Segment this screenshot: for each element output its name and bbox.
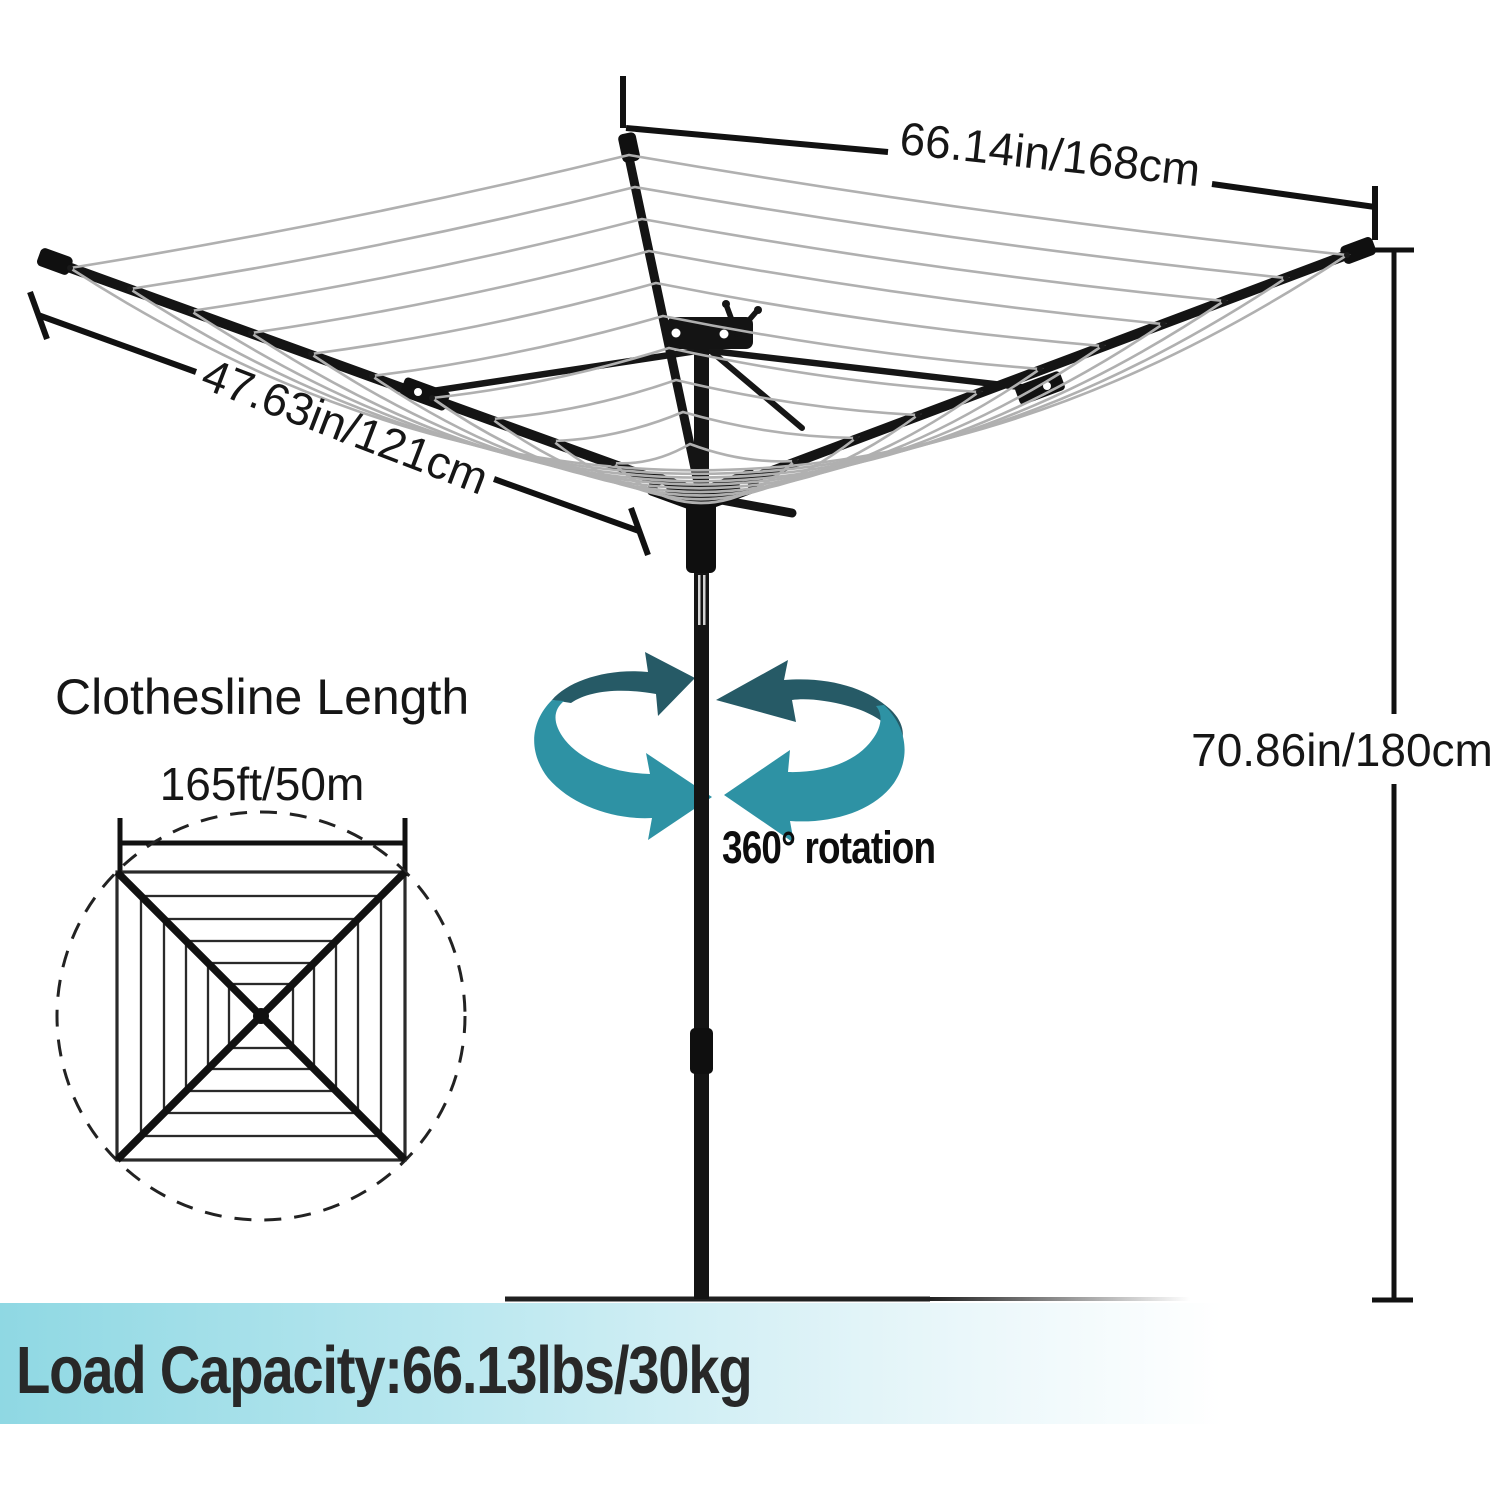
dimension-height <box>1372 247 1414 1303</box>
load-capacity-banner <box>0 1303 1492 1424</box>
upper-hub <box>667 300 762 349</box>
top-view-diagram <box>55 810 467 1222</box>
line-hooks <box>67 252 1350 466</box>
support-struts <box>422 346 1041 431</box>
rotation-label: 360° rotation <box>722 822 936 873</box>
ground-line <box>505 1296 1190 1302</box>
dimension-label-pole-height: 70.86in/180cm <box>1191 724 1493 776</box>
load-capacity-label: Load Capacity:66.13lbs/30kg <box>16 1333 753 1408</box>
clothesline-length-value: 165ft/50m <box>159 758 365 810</box>
clothesline-strings <box>69 153 1351 505</box>
rotation-arrows-icon <box>534 652 905 843</box>
clothesline-length-title: Clothesline Length <box>55 669 470 725</box>
dimension-top-span <box>620 76 1378 240</box>
center-pole <box>686 330 716 1299</box>
dimension-side-arm <box>27 290 651 557</box>
